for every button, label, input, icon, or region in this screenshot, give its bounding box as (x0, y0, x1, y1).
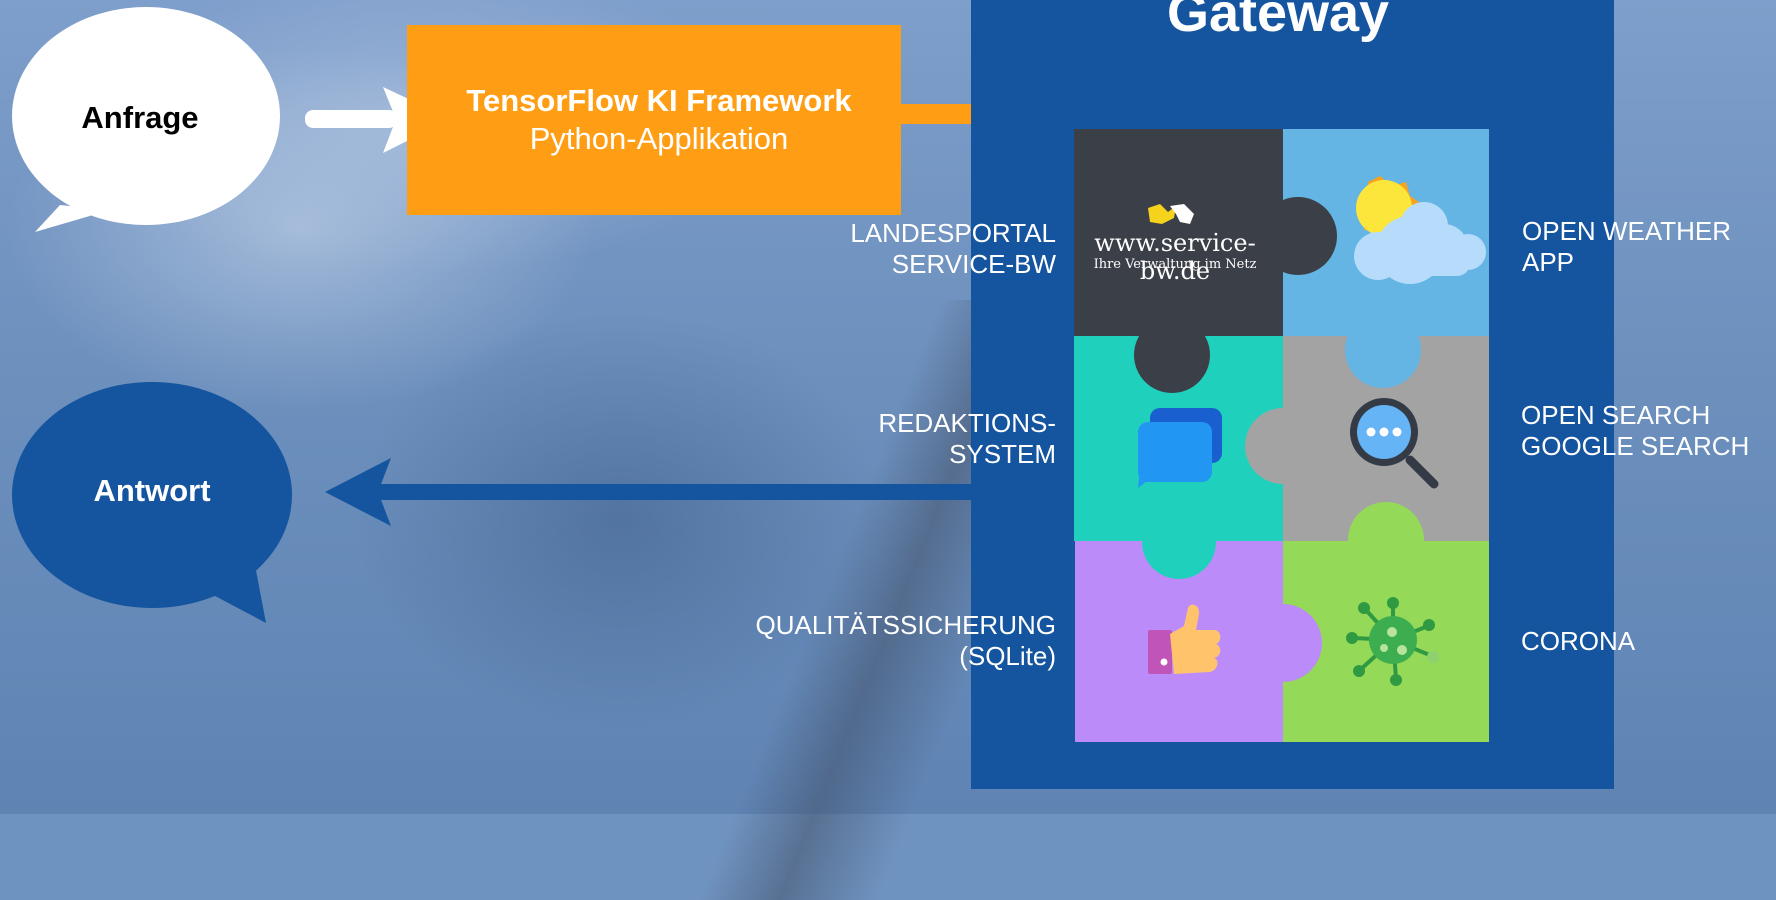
label-landesportal-line1: LANDESPORTAL (850, 218, 1056, 248)
label-redaktion-line2: SYSTEM (949, 439, 1056, 469)
lion-logo-icon (1148, 204, 1194, 224)
magnifier-icon (1350, 398, 1439, 489)
service-bw-url: www.service-bw.de (1094, 229, 1256, 285)
virus-icon (1346, 597, 1439, 686)
puzzle-grid (1074, 129, 1489, 742)
puzzle-tile-service-bw (1074, 129, 1283, 336)
service-bw-tagline: Ihre Verwaltung im Netz (1093, 257, 1257, 272)
framework-box (407, 25, 901, 215)
chat-bubble-icon (1138, 408, 1222, 488)
label-qualitaet-line2: (SQLite) (959, 641, 1056, 671)
thumbs-up-icon (1148, 604, 1221, 674)
label-search-line2: GOOGLE SEARCH (1521, 431, 1750, 461)
label-redaktion: REDAKTIONS- SYSTEM (740, 408, 1056, 470)
label-corona-line1: CORONA (1521, 626, 1636, 656)
label-qualitaet-line1: QUALITÄTSSICHERUNG (755, 610, 1057, 640)
request-bubble (12, 7, 280, 232)
label-weather: OPEN WEATHER APP (1522, 216, 1772, 278)
request-label: Anfrage (81, 100, 199, 135)
label-qualitaet: QUALITÄTSSICHERUNG (SQLite) (700, 610, 1057, 672)
response-bubble (12, 382, 292, 623)
label-redaktion-line1: REDAKTIONS- (878, 408, 1056, 438)
label-weather-line2: APP (1522, 247, 1575, 277)
label-search-line1: OPEN SEARCH (1521, 400, 1711, 430)
framework-subtitle: Python-Applikation (529, 121, 789, 156)
response-label: Antwort (93, 473, 211, 508)
label-search: OPEN SEARCH GOOGLE SEARCH (1521, 400, 1775, 462)
label-landesportal-line2: SERVICE-BW (891, 249, 1056, 279)
label-landesportal: LANDESPORTAL SERVICE-BW (740, 218, 1056, 280)
response-arrow (325, 458, 972, 526)
label-corona: CORONA (1521, 626, 1771, 657)
sun-cloud-icon (1354, 176, 1486, 284)
framework-title: TensorFlow KI Framework (466, 83, 852, 118)
gateway-title: Gateway (1166, 0, 1390, 43)
label-weather-line1: OPEN WEATHER (1522, 216, 1731, 246)
